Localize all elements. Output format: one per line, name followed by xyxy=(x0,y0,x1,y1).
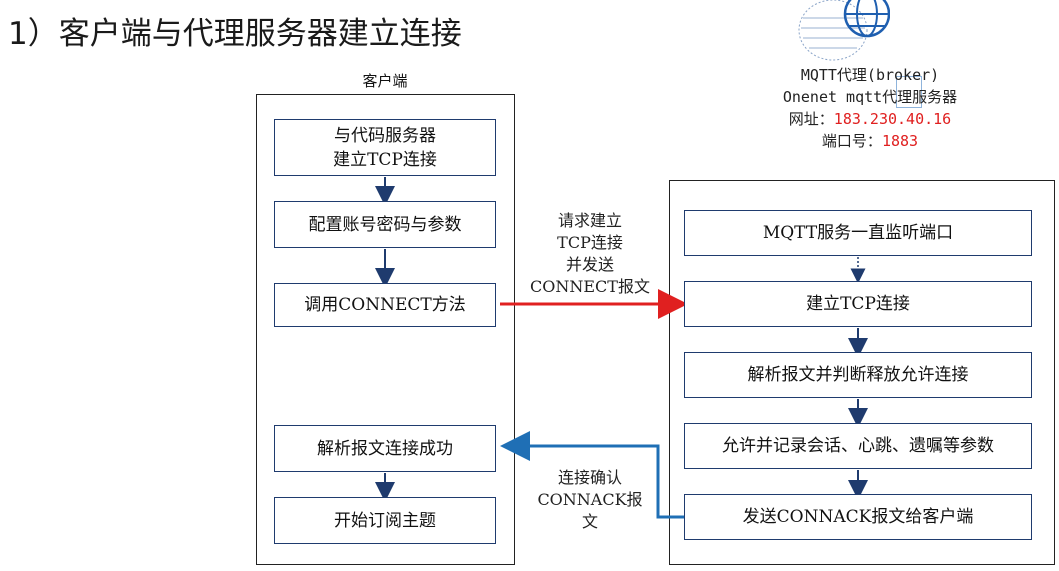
client-step-parse: 解析报文连接成功 xyxy=(274,425,496,472)
broker-step-parse: 解析报文并判断释放允许连接 xyxy=(684,352,1032,398)
broker-step-record: 允许并记录会话、心跳、遗嘱等参数 xyxy=(684,423,1032,469)
broker-subtitle: Onenet mqtt代理服务器 xyxy=(782,88,958,106)
broker-step-listen: MQTT服务一直监听端口 xyxy=(684,210,1032,256)
client-step-connect: 调用CONNECT方法 xyxy=(274,283,496,327)
request-label: 请求建立 TCP连接 并发送 CONNECT报文 xyxy=(530,211,650,296)
broker-info: MQTT代理(broker) Onenet mqtt代理服务器 网址：183.2… xyxy=(720,64,1020,152)
globe-icon xyxy=(798,0,890,61)
client-step-config: 配置账号密码与参数 xyxy=(274,201,496,248)
ack-label: 连接确认 CONNACK报文 xyxy=(537,468,643,531)
broker-step-tcp: 建立TCP连接 xyxy=(684,281,1032,327)
client-step-tcp: 与代码服务器 建立TCP连接 xyxy=(274,119,496,176)
ack-arrow xyxy=(500,431,684,519)
selection-handle-icon xyxy=(896,76,922,108)
client-step-subscribe: 开始订阅主题 xyxy=(274,497,496,544)
broker-address: 网址：183.230.40.16 xyxy=(788,110,952,128)
broker-title: MQTT代理(broker) xyxy=(800,66,940,84)
broker-port: 端口号：1883 xyxy=(821,132,919,150)
client-label: 客户端 xyxy=(362,72,408,90)
broker-step-send: 发送CONNACK报文给客户端 xyxy=(684,494,1032,540)
page-title: 1）客户端与代理服务器建立连接 xyxy=(8,16,462,52)
